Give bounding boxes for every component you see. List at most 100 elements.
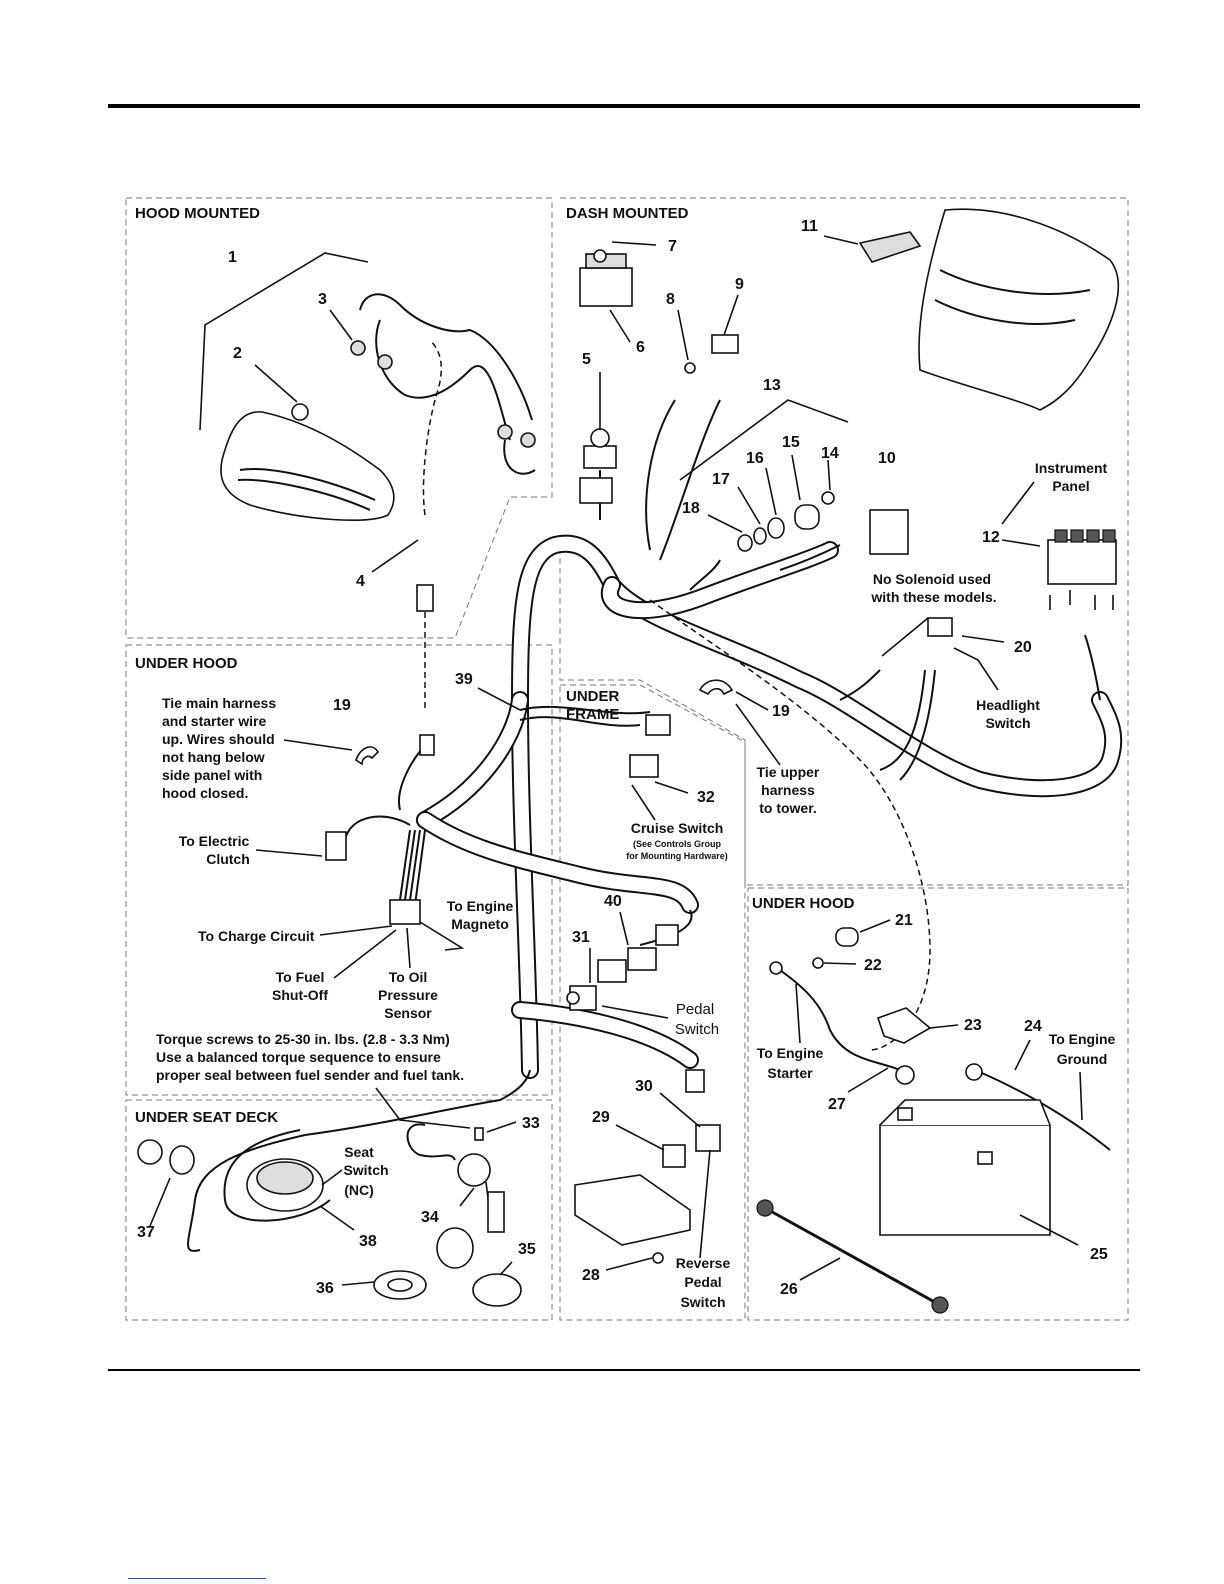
note-oil-pressure-2: Pressure xyxy=(378,987,438,1003)
switch-10 xyxy=(869,509,909,555)
callout-16: 16 xyxy=(746,450,764,467)
callout-24: 24 xyxy=(1024,1018,1042,1035)
note-reverse-pedal-1: Reverse xyxy=(676,1255,731,1271)
callout-4: 4 xyxy=(356,573,365,590)
note-engine-magneto-1: To Engine xyxy=(447,898,514,914)
headlight-housing xyxy=(220,411,395,521)
section-under-hood-left: UNDER HOOD xyxy=(135,655,238,672)
note-reverse-pedal-2: Pedal xyxy=(684,1274,721,1290)
note-cruise-switch: Cruise Switch xyxy=(631,820,724,836)
note-cruise-switch-sub-1: (See Controls Group xyxy=(633,839,722,849)
callout-8: 8 xyxy=(666,291,675,308)
note-tie-main-2: and starter wire xyxy=(162,713,266,729)
note-pedal-switch-1: Pedal xyxy=(676,1001,714,1018)
note-electric-clutch-2: Clutch xyxy=(206,851,250,867)
callout-10: 10 xyxy=(878,450,896,467)
parts xyxy=(137,208,1120,1314)
instrument-switch-block xyxy=(1047,539,1117,585)
note-no-solenoid-2: with these models. xyxy=(870,589,996,605)
callout-36: 36 xyxy=(316,1280,334,1297)
callout-numbers: 1 2 3 4 5 6 7 8 9 10 11 12 13 14 15 16 1… xyxy=(137,218,1108,1298)
callout-28: 28 xyxy=(582,1267,600,1284)
note-engine-starter-1: To Engine xyxy=(757,1045,824,1061)
bracket-29 xyxy=(574,1174,691,1246)
top-rule xyxy=(108,104,1140,108)
callout-27: 27 xyxy=(828,1096,846,1113)
note-oil-pressure-1: To Oil xyxy=(389,969,428,985)
callout-20: 20 xyxy=(1014,639,1032,656)
callout-32: 32 xyxy=(697,789,715,806)
note-seat-switch-3: (NC) xyxy=(344,1182,374,1198)
callout-25: 25 xyxy=(1090,1246,1108,1263)
callout-39: 39 xyxy=(455,671,473,688)
note-tie-upper-1: Tie upper xyxy=(757,764,820,780)
callout-18: 18 xyxy=(682,500,700,517)
section-boxes xyxy=(125,197,1129,1321)
callout-38: 38 xyxy=(359,1233,377,1250)
note-engine-ground-1: To Engine xyxy=(1049,1031,1116,1047)
wires xyxy=(187,293,1111,1252)
callout-5: 5 xyxy=(582,351,591,368)
callout-31: 31 xyxy=(572,929,590,946)
note-engine-starter-2: Starter xyxy=(767,1065,813,1081)
bulb xyxy=(291,403,309,421)
leader-lines xyxy=(149,235,1083,1286)
callout-21: 21 xyxy=(895,912,913,929)
note-tie-main-3: up. Wires should xyxy=(162,731,275,747)
note-electric-clutch-1: To Electric xyxy=(179,833,250,849)
note-tie-upper-3: to tower. xyxy=(759,800,817,816)
bottom-rule xyxy=(108,1369,1140,1371)
cover-11 xyxy=(858,231,922,263)
callout-3: 3 xyxy=(318,291,327,308)
footer-link-underline[interactable] xyxy=(128,1578,266,1579)
note-instrument-panel-1: Instrument xyxy=(1035,460,1108,476)
dash-console xyxy=(918,208,1120,411)
callout-13: 13 xyxy=(763,377,781,394)
note-instrument-panel-2: Panel xyxy=(1052,478,1089,494)
note-fuel-shutoff-2: Shut-Off xyxy=(272,987,328,1003)
main-harness xyxy=(416,534,1123,1079)
note-charge-circuit: To Charge Circuit xyxy=(198,928,315,944)
battery xyxy=(879,1124,1051,1236)
callout-12: 12 xyxy=(982,529,1000,546)
callout-14: 14 xyxy=(821,445,839,462)
section-dash-mounted: DASH MOUNTED xyxy=(566,205,689,222)
callout-6: 6 xyxy=(636,339,645,356)
note-pedal-switch-2: Switch xyxy=(675,1021,719,1038)
note-torque-3: proper seal between fuel sender and fuel… xyxy=(156,1067,464,1083)
callout-19a: 19 xyxy=(333,697,351,714)
callout-30: 30 xyxy=(635,1078,653,1095)
callout-37: 37 xyxy=(137,1224,155,1241)
callout-26: 26 xyxy=(780,1281,798,1298)
section-under-seat-deck: UNDER SEAT DECK xyxy=(135,1109,278,1126)
ignition-switch xyxy=(579,267,633,307)
note-oil-pressure-3: Sensor xyxy=(384,1005,432,1021)
note-tie-main-1: Tie main harness xyxy=(162,695,276,711)
callout-2: 2 xyxy=(233,345,242,362)
section-under-frame-line1: UNDER xyxy=(566,688,620,705)
note-fuel-shutoff-1: To Fuel xyxy=(276,969,325,985)
note-reverse-pedal-3: Switch xyxy=(680,1294,725,1310)
notes: Instrument Panel No Solenoid used with t… xyxy=(156,460,1116,1310)
cruise-switch xyxy=(629,754,659,778)
callout-17: 17 xyxy=(712,471,730,488)
callout-1: 1 xyxy=(228,249,237,266)
callout-35: 35 xyxy=(518,1241,536,1258)
note-tie-main-6: hood closed. xyxy=(162,785,248,801)
note-torque-2: Use a balanced torque sequence to ensure xyxy=(156,1049,441,1065)
note-torque-1: Torque screws to 25-30 in. lbs. (2.8 - 3… xyxy=(156,1031,450,1047)
note-headlight-switch-1: Headlight xyxy=(976,697,1040,713)
note-engine-ground-2: Ground xyxy=(1057,1051,1108,1067)
section-hood-mounted: HOOD MOUNTED xyxy=(135,205,260,222)
note-no-solenoid-1: No Solenoid used xyxy=(873,571,991,587)
section-under-hood-right: UNDER HOOD xyxy=(752,895,855,912)
note-headlight-switch-2: Switch xyxy=(985,715,1030,731)
callout-9: 9 xyxy=(735,276,744,293)
callout-11: 11 xyxy=(801,218,818,235)
connector-4 xyxy=(416,584,434,612)
callout-40: 40 xyxy=(604,893,622,910)
callout-7: 7 xyxy=(668,238,677,255)
callout-19b: 19 xyxy=(772,703,790,720)
note-seat-switch-1: Seat xyxy=(344,1144,374,1160)
note-tie-upper-2: harness xyxy=(761,782,815,798)
